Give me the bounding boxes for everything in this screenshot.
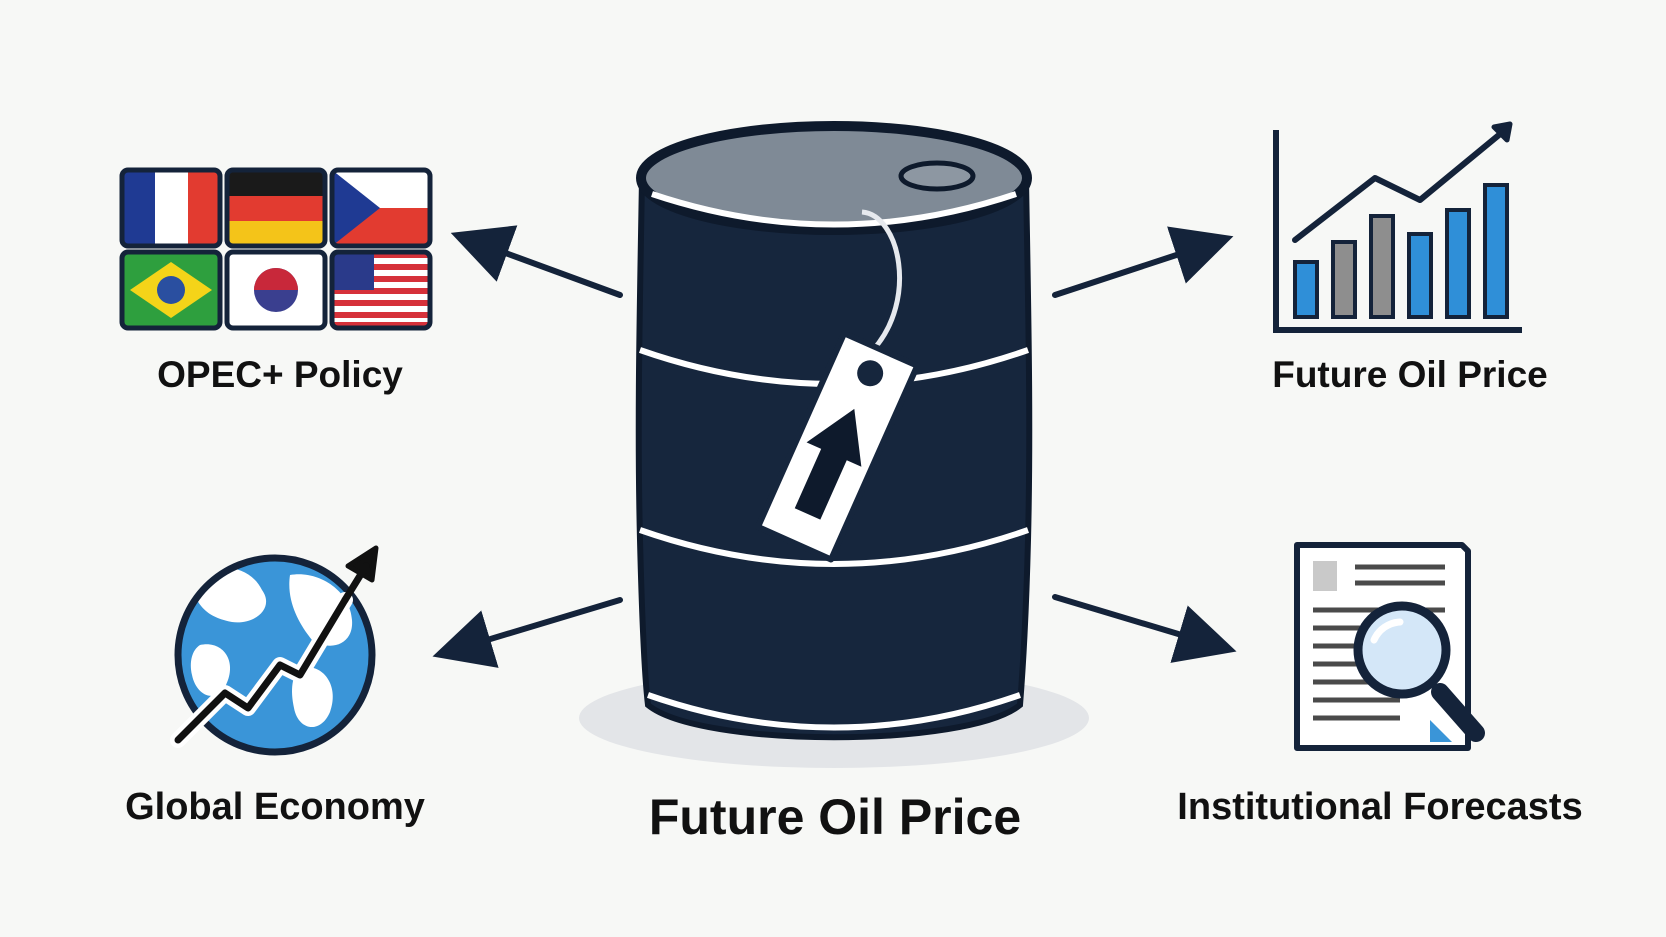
price-tag [754,330,921,563]
chart-trend-line [1292,127,1508,243]
magnifier-glint [1370,618,1404,644]
arrow-to-opec [450,225,623,298]
rising-bar-chart-icon [1273,121,1522,333]
chart-bar [1331,240,1357,319]
trend-arrowhead-icon [1491,121,1513,143]
node-label-future-oil-price: Future Oil Price [1272,354,1548,395]
barrel-bung [898,160,976,192]
node-label-global-economy: Global Economy [125,786,425,828]
oil-barrel-price-tag-icon [579,121,1089,768]
report-folded-corner [1430,720,1452,742]
chart-bar [1483,183,1509,319]
arrow-to-global-economy [432,597,623,668]
chart-bar [1445,208,1471,319]
barrel-base-rim [647,692,1021,731]
chart-bar [1293,260,1319,319]
magnifier-handle [1431,683,1485,742]
globe-trend-up-icon [170,545,379,756]
barrel-rim [651,191,1017,228]
flag-czech-icon [329,167,433,249]
arrow-to-future-price [1052,226,1234,298]
node-label-opec-policy: OPEC+ Policy [157,354,403,395]
chart-bar [1369,214,1395,319]
barrel-lid [636,121,1032,235]
flag-france-icon [119,167,223,249]
flag-usa-icon [329,249,433,331]
barrel-hoop-lower [639,527,1029,567]
report-magnifier-icon [1294,542,1485,751]
center-label-future-oil-price: Future Oil Price [648,789,1022,845]
report-photo [1313,561,1337,591]
chart-bar [1407,232,1433,319]
flag-brazil-icon [119,249,223,331]
globe-outline [174,554,376,756]
trend-arrow-shaft [341,562,370,604]
tag-string [861,209,903,352]
globe-land-west [190,644,231,696]
connector-arrows [432,225,1237,668]
node-label-institutional-forecasts: Institutional Forecasts [1177,786,1583,828]
globe-trend-line [174,596,349,744]
country-flags-icon [119,167,433,331]
flag-germany-icon [224,167,328,249]
arrow-to-institutional [1052,594,1237,663]
arrow-up-icon [794,408,862,520]
flag-korea-icon [224,249,328,331]
